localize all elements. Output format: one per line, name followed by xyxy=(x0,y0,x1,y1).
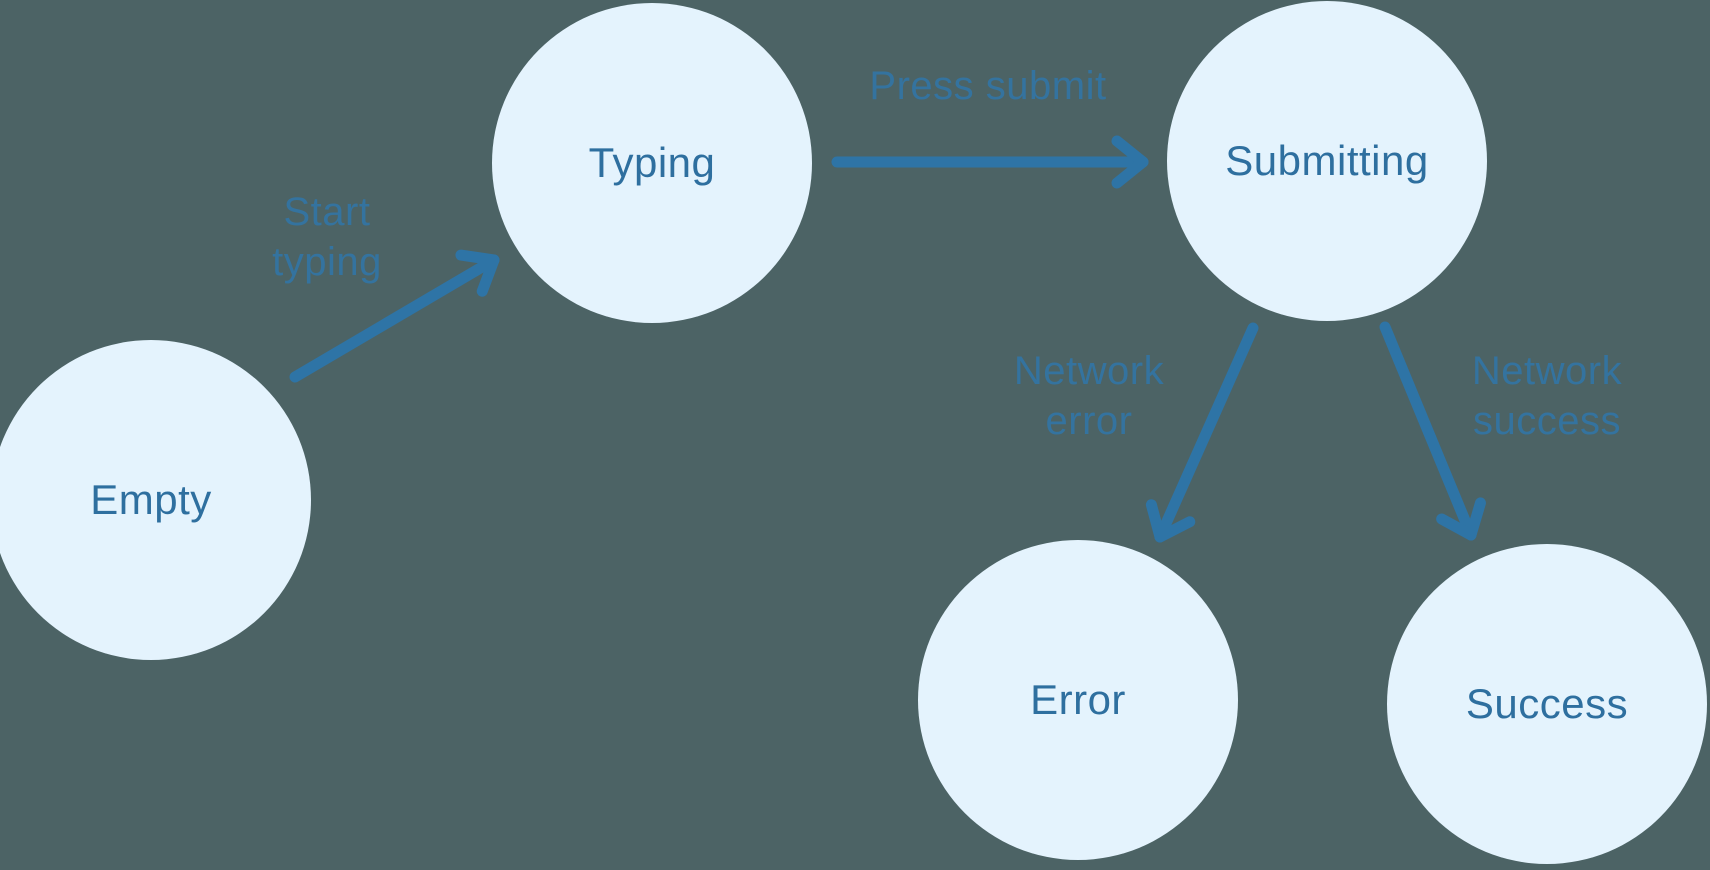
state-label-error: Error xyxy=(1030,676,1126,723)
transition-arrow-empty-typing xyxy=(289,249,500,383)
transition-label-network-success: Network success xyxy=(1471,349,1623,443)
state-node-empty: Empty xyxy=(0,340,311,660)
transition-label-press-submit: Press submit xyxy=(869,64,1107,108)
state-node-submitting: Submitting xyxy=(1167,1,1487,321)
state-label-success: Success xyxy=(1465,680,1629,727)
state-node-typing: Typing xyxy=(492,3,812,323)
state-node-error: Error xyxy=(918,540,1238,860)
state-node-success: Success xyxy=(1387,544,1707,864)
transition-arrow-submitting-success xyxy=(1379,321,1486,541)
state-label-empty: Empty xyxy=(90,476,212,523)
state-label-typing: Typing xyxy=(588,139,716,186)
transition-label-network-error: Network error xyxy=(1013,349,1165,443)
state-label-submitting: Submitting xyxy=(1225,137,1429,184)
transition-label-start-typing: Start typing xyxy=(272,190,382,284)
transition-arrow-submitting-error xyxy=(1145,322,1259,543)
